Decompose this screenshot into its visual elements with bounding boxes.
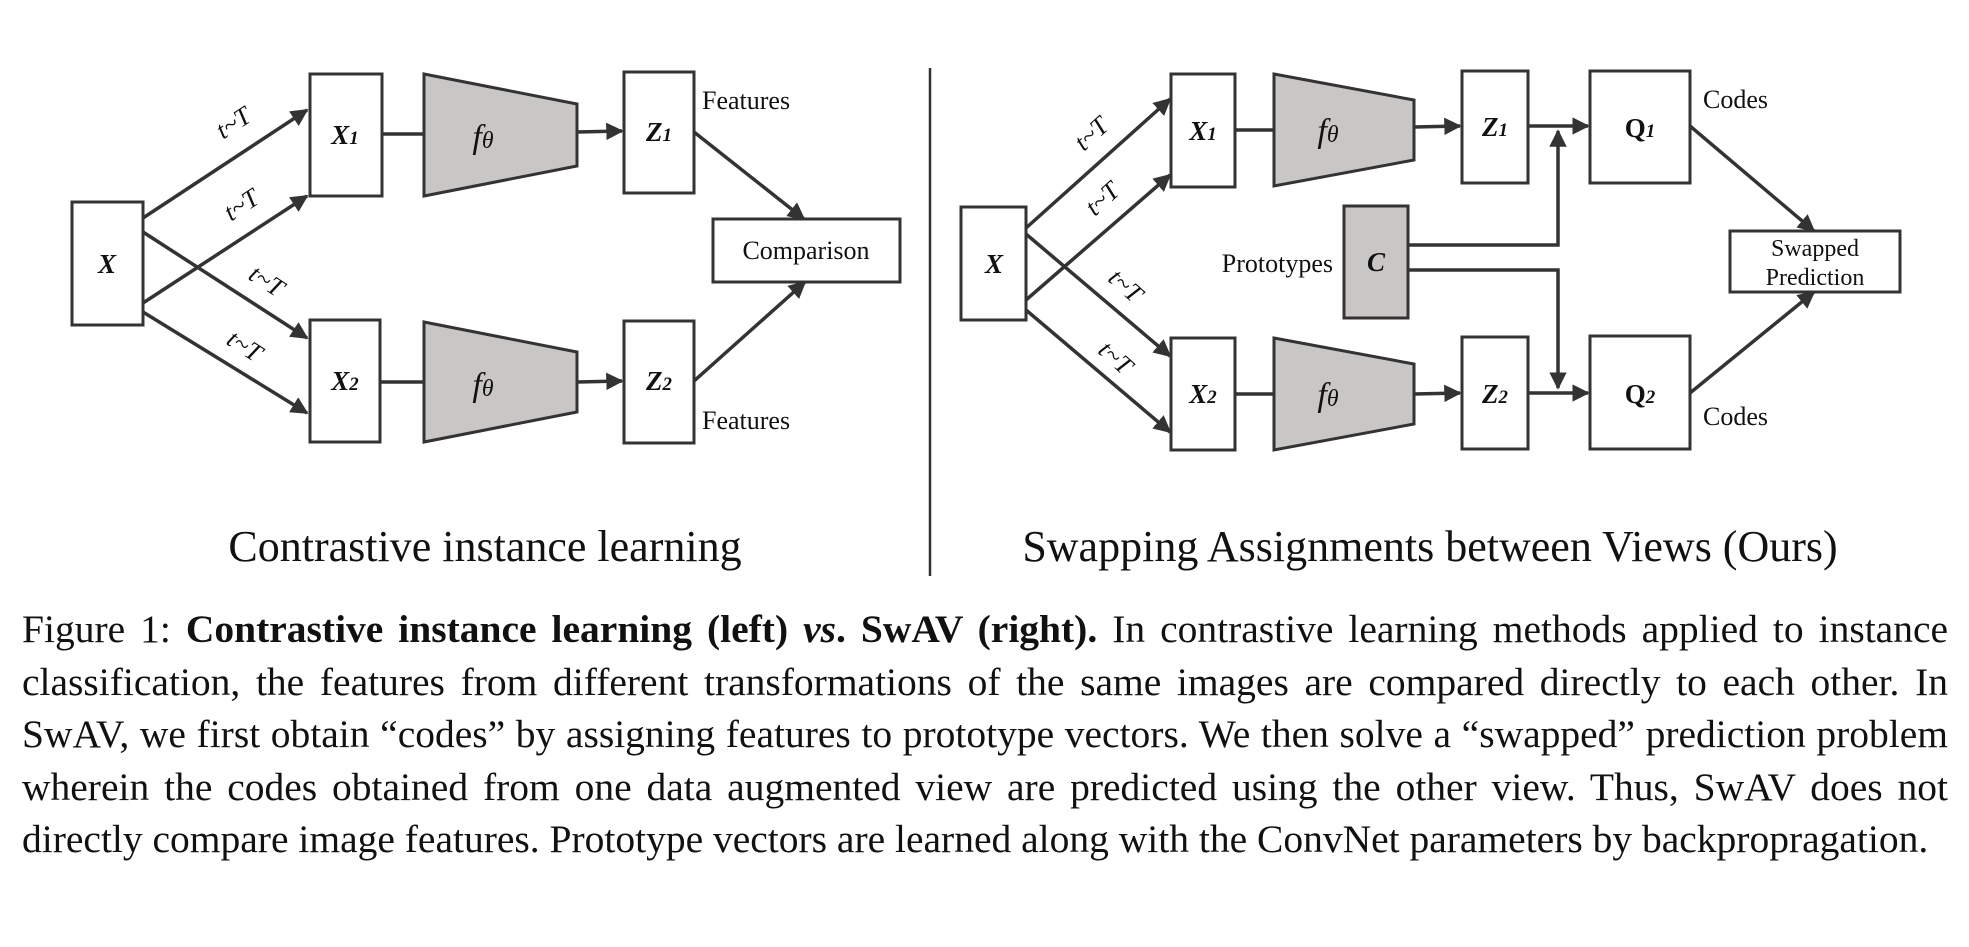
- right-view1-label: X1: [1188, 116, 1216, 146]
- left-z2-to-comparison-arrow: [692, 280, 807, 383]
- prototypes-label: Prototypes: [1222, 249, 1333, 278]
- left-z1-to-comparison-arrow: [692, 130, 806, 221]
- right-aug-arrow-3: [1024, 232, 1172, 358]
- right-panel-title: Swapping Assignments between Views (Ours…: [1022, 522, 1837, 571]
- right-enc1-to-z1-arrow: [1413, 117, 1462, 136]
- left-features-label-bottom: Features: [702, 406, 790, 435]
- prototypes-to-q1-arrow: [1408, 129, 1567, 247]
- left-aug-arrow-2: [142, 194, 309, 305]
- left-panel: X t~T t~T t~T t~T X1 X2 fθ fθ Z1 Z2 Feat…: [70, 70, 902, 571]
- right-q2-to-swapped-arrow: [1688, 290, 1816, 395]
- right-input-label: X: [984, 249, 1004, 279]
- right-aug-arrow-1: [1024, 97, 1172, 230]
- left-encoder-2: [422, 320, 579, 444]
- left-panel-title: Contrastive instance learning: [228, 522, 741, 571]
- right-panel: X t~T t~T t~T t~T X1 X2 fθ fθ Z1 Z2: [959, 69, 1902, 571]
- left-transform-label-1: t~T: [210, 100, 257, 145]
- right-aug-arrow-2: [1024, 173, 1172, 302]
- left-encoder-1: [422, 72, 579, 198]
- left-encoder-1-label: fθ: [472, 119, 493, 156]
- left-aug-arrow-3: [142, 230, 309, 340]
- right-transform-label-2: t~T: [1079, 175, 1126, 222]
- prototypes-to-q2-arrow: [1408, 268, 1567, 390]
- left-enc1-to-z1-arrow: [576, 122, 624, 141]
- right-feature1-box: [1460, 69, 1530, 185]
- swapped-prediction-label-line2: Prediction: [1766, 265, 1865, 291]
- left-aug-arrow-1: [142, 108, 309, 220]
- comparison-box: [711, 217, 902, 284]
- code1-box: [1588, 69, 1692, 185]
- left-feature1-box: [622, 70, 696, 195]
- prototypes-box: [1342, 204, 1410, 320]
- right-encoder-2: [1272, 336, 1416, 452]
- left-input-label: X: [97, 249, 117, 279]
- right-feature1-label: Z1: [1481, 112, 1508, 142]
- code2-label: Q2: [1625, 379, 1656, 409]
- left-view1-box: [308, 72, 384, 198]
- figure-caption: Figure 1: Contrastive instance learning …: [22, 603, 1948, 866]
- left-feature2-label: Z2: [645, 366, 673, 396]
- left-input-box: [70, 200, 145, 327]
- code1-label: Q1: [1625, 113, 1655, 143]
- left-view2-label: X2: [330, 366, 359, 396]
- right-feature2-label: Z2: [1481, 379, 1509, 409]
- left-view2-box: [308, 318, 382, 444]
- left-features-label-top: Features: [702, 86, 790, 115]
- left-transform-label-3: t~T: [244, 259, 291, 304]
- codes-label-top: Codes: [1703, 85, 1768, 114]
- left-transform-label-2: t~T: [218, 182, 265, 227]
- caption-bold-title: Contrastive instance learning (left) vs.…: [185, 607, 1098, 651]
- right-encoder-1-label: fθ: [1317, 113, 1338, 150]
- right-view2-box: [1169, 336, 1237, 452]
- caption-figure-label: Figure 1:: [22, 607, 171, 651]
- right-q1-to-swapped-arrow: [1688, 124, 1816, 233]
- right-encoder-1: [1272, 72, 1416, 188]
- swapped-prediction-box: [1728, 229, 1902, 294]
- left-aug-arrow-4: [142, 310, 309, 415]
- code2-box: [1588, 334, 1692, 451]
- figure-diagram: X t~T t~T t~T t~T X1 X2 fθ fθ Z1 Z2 Feat…: [70, 68, 1902, 576]
- prototypes-var-label: C: [1367, 247, 1386, 277]
- right-input-box: [959, 205, 1028, 322]
- swapped-prediction-label-line1: Swapped: [1771, 236, 1859, 262]
- left-feature1-label: Z1: [645, 117, 672, 147]
- left-encoder-2-label: fθ: [472, 367, 493, 404]
- right-feature2-box: [1460, 335, 1530, 451]
- right-transform-label-3: t~T: [1103, 263, 1150, 310]
- caption-vs: vs: [803, 607, 837, 651]
- left-enc2-to-z2-arrow: [576, 372, 624, 391]
- codes-label-bottom: Codes: [1703, 402, 1768, 431]
- caption-body: In contrastive learning methods applied …: [22, 607, 1949, 861]
- right-transform-label-1: t~T: [1068, 110, 1115, 157]
- right-aug-arrow-4: [1024, 308, 1172, 434]
- left-transform-label-4: t~T: [222, 324, 269, 369]
- right-encoder-2-label: fθ: [1317, 377, 1338, 414]
- right-view2-label: X2: [1188, 379, 1217, 409]
- right-view1-box: [1169, 72, 1237, 189]
- comparison-label: Comparison: [742, 236, 869, 265]
- left-feature2-box: [622, 319, 696, 445]
- right-enc2-to-z2-arrow: [1413, 384, 1462, 403]
- left-view1-label: X1: [330, 120, 358, 150]
